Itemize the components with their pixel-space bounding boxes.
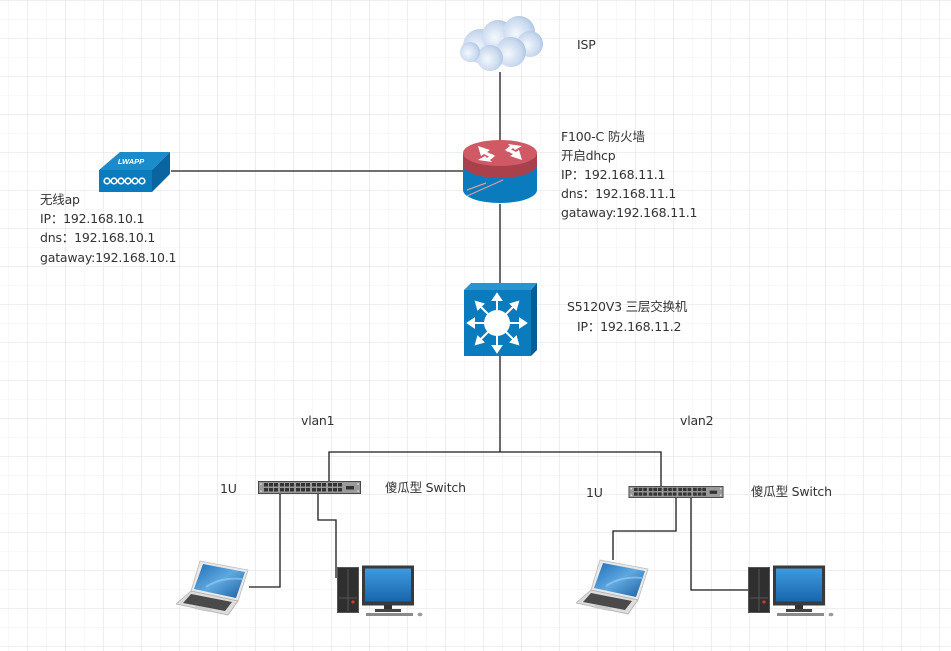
firewall-ip-label: IP：192.168.11.1 xyxy=(561,167,666,182)
edge-switch-vlan2-laptop[interactable] xyxy=(612,498,677,560)
switch-vlan2-node[interactable] xyxy=(628,486,724,498)
core-switch-model-label: S5120V3 三层交换机 xyxy=(567,299,688,314)
firewall-dns-label: dns：192.168.11.1 xyxy=(561,186,677,201)
switch-vlan2-unit-label: 1U xyxy=(586,485,603,500)
edge-core-switch-switch-vlan1[interactable] xyxy=(328,451,500,481)
lwapp-access-point-icon: LWAPP xyxy=(99,152,170,192)
connection-lines xyxy=(171,72,748,591)
router-firewall-icon xyxy=(463,140,537,203)
edge-switch-vlan1-laptop[interactable] xyxy=(249,494,281,588)
core-switch-ip-label: IP：192.168.11.2 xyxy=(577,319,682,334)
firewall-dhcp-label: 开启dhcp xyxy=(561,148,616,163)
isp-cloud-node[interactable] xyxy=(460,16,543,71)
firewall-node[interactable] xyxy=(463,140,537,203)
vlan2-label: vlan2 xyxy=(680,413,714,428)
ap-gateway-label: gataway:192.168.10.1 xyxy=(40,250,177,265)
edge-switch-vlan1-desktop[interactable] xyxy=(317,494,337,578)
edge-core-switch-switch-vlan2[interactable] xyxy=(500,451,662,486)
switch-vlan1-label: 傻瓜型 Switch xyxy=(385,480,466,495)
rack-switch-icon xyxy=(628,486,724,498)
layer3-switch-icon xyxy=(464,283,537,356)
ap-name-label: 无线ap xyxy=(40,192,80,207)
switch-vlan1-node[interactable] xyxy=(258,481,361,494)
svg-text:LWAPP: LWAPP xyxy=(118,157,145,166)
switch-vlan2-label: 傻瓜型 Switch xyxy=(751,484,832,499)
edge-switch-vlan2-desktop[interactable] xyxy=(690,498,748,591)
switch-vlan1-unit-label: 1U xyxy=(220,481,237,496)
vlan1-label: vlan1 xyxy=(301,413,335,428)
rack-switch-icon xyxy=(258,481,361,494)
ap-dns-label: dns：192.168.10.1 xyxy=(40,230,156,245)
core-switch-node[interactable] xyxy=(464,283,537,356)
firewall-model-label: F100-C 防火墙 xyxy=(561,129,645,144)
ap-ip-label: IP：192.168.10.1 xyxy=(40,211,145,226)
isp-label: ISP xyxy=(577,37,596,52)
cloud-icon xyxy=(460,16,543,71)
firewall-gateway-label: gataway:192.168.11.1 xyxy=(561,205,698,220)
wireless-ap-node[interactable]: LWAPP xyxy=(99,152,170,192)
